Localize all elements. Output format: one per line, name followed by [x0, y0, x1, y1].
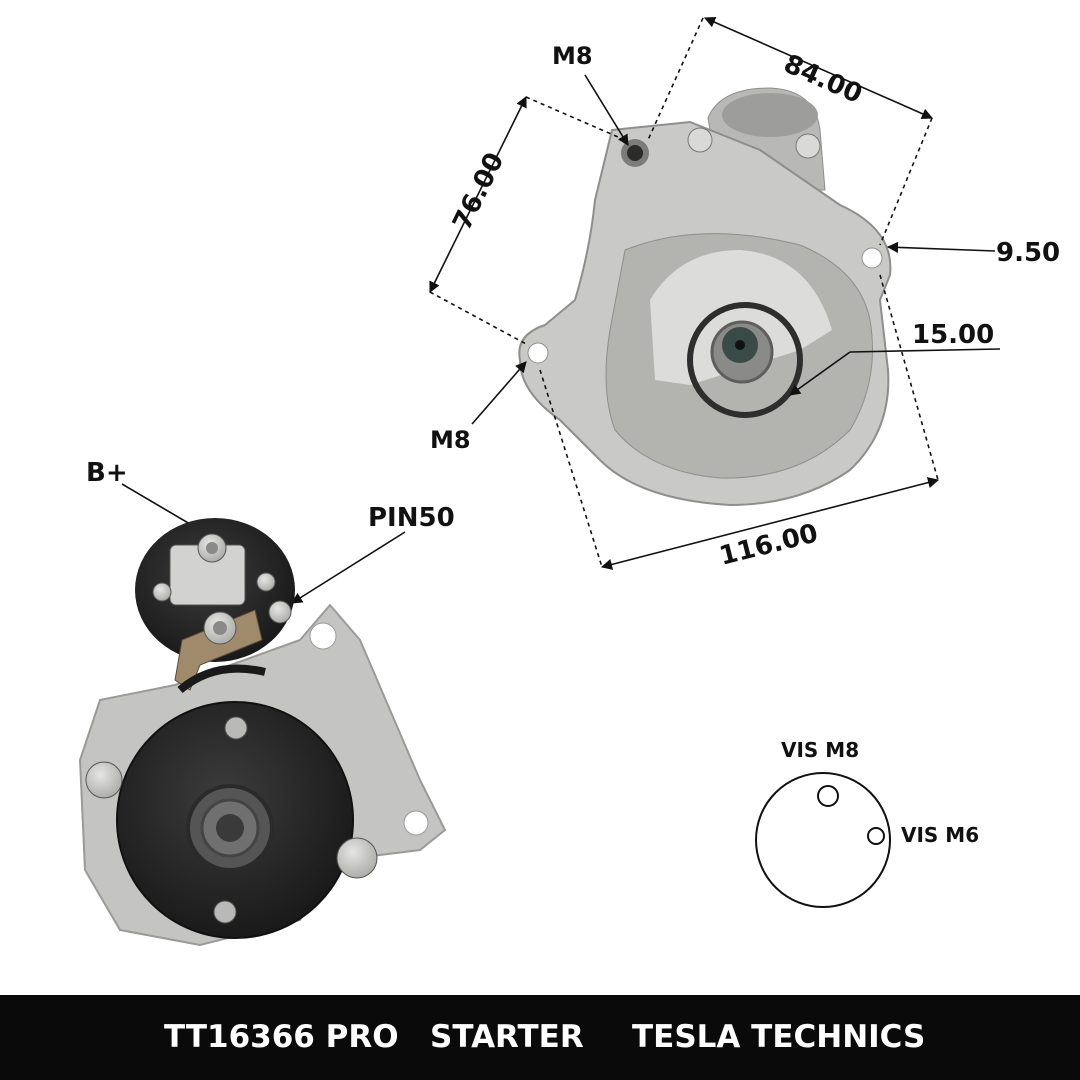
- brand-name: TESLA TECHNICS: [632, 1019, 926, 1055]
- starter-diagram: 84.00 76.00 9.50 15.00 116.00 M8 M8 B+: [78, 16, 1060, 947]
- bolt-icon: [85, 761, 123, 799]
- dim-15-label: 15.00: [912, 320, 994, 350]
- bolt-pattern-diagram: [755, 772, 891, 908]
- m8-bottom-label: M8: [430, 426, 471, 454]
- bolt-icon: [224, 716, 248, 740]
- m8-top-label: M8: [552, 42, 593, 70]
- starter-rear-view: [78, 518, 447, 947]
- mounting-flange-view: [518, 87, 892, 507]
- pin50-label: PIN50: [368, 503, 455, 533]
- footer-bar: TT16366 PRO STARTER TESLA TECHNICS: [0, 995, 1080, 1080]
- lower-mount-hole: [527, 342, 549, 364]
- vis-m8-label: VIS M8: [781, 738, 859, 762]
- bolt-icon: [213, 900, 237, 924]
- side-mount-hole: [861, 247, 883, 269]
- m6-hole: [867, 827, 885, 845]
- screw-icon: [795, 133, 821, 159]
- bolt-circle: [755, 772, 891, 908]
- product-name: STARTER: [430, 1019, 584, 1055]
- vis-m6-label: VIS M6: [901, 823, 979, 847]
- m8-hole: [817, 785, 839, 807]
- battery-terminal-label: B+: [86, 458, 128, 488]
- part-number: TT16366 PRO: [164, 1019, 399, 1055]
- dimension-lines: [121, 16, 1001, 604]
- screw-icon: [687, 127, 713, 153]
- dim-76-label: 76.00: [447, 148, 510, 235]
- bolt-icon: [336, 837, 378, 879]
- dim-9-50-label: 9.50: [996, 238, 1060, 268]
- dim-116-label: 116.00: [716, 518, 821, 571]
- pinion-seal: [687, 302, 803, 418]
- pin50-terminal: [268, 600, 292, 624]
